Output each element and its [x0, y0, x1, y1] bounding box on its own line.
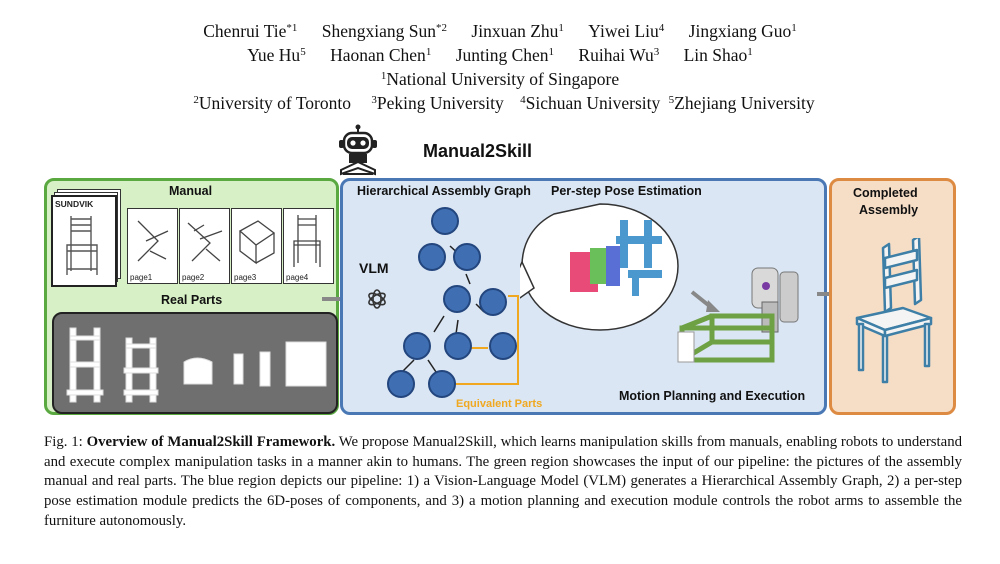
- graph-node: [444, 332, 472, 360]
- manual-page-3: page3: [231, 208, 282, 284]
- completed-chair-icon: [855, 238, 933, 384]
- assembly-step-icon: [187, 222, 223, 262]
- completed-label-1: Completed: [853, 186, 918, 200]
- robot-mascot-icon: [339, 124, 377, 176]
- manual-page-2: page2: [179, 208, 230, 284]
- graph-node: [453, 243, 481, 271]
- chair-drawing-icon: [66, 216, 98, 275]
- caption-title: Overview of Manual2Skill Framework.: [86, 434, 336, 450]
- chair-drawing-icon: [293, 215, 321, 267]
- manual-cover-title: SUNDVIK: [55, 199, 94, 209]
- manual-page-1: page1: [127, 208, 178, 284]
- motion-label: Motion Planning and Execution: [619, 389, 806, 403]
- author: Yiwei Liu4: [588, 21, 665, 41]
- manual-page-4: page4: [283, 208, 334, 284]
- graph-label: Hierarchical Assembly Graph: [357, 184, 531, 198]
- author: Jinxuan Zhu1: [471, 21, 564, 41]
- author: Shengxiang Sun*2: [321, 21, 448, 41]
- graph-node-root: [431, 207, 459, 235]
- author: Yue Hu5: [247, 45, 306, 65]
- figure-caption: Fig. 1: Overview of Manual2Skill Framewo…: [44, 434, 962, 529]
- author: Jingxiang Guo1: [688, 21, 797, 41]
- figure-title: Manual2Skill: [423, 141, 533, 161]
- graph-node: [479, 288, 507, 316]
- assembly-step-icon: [137, 220, 169, 262]
- graph-node: [403, 332, 431, 360]
- manual-label: Manual: [169, 184, 213, 198]
- pose-label: Per-step Pose Estimation: [551, 184, 702, 198]
- author-line-2: Yue Hu5 Haonan Chen1 Junting Chen1 Ruiha…: [0, 44, 1000, 67]
- openai-logo-icon: [368, 289, 386, 309]
- affiliation-line-2: 2University of Toronto 3Peking Universit…: [193, 93, 815, 113]
- equivalent-parts-label: Equivalent Parts: [456, 398, 543, 410]
- manual-cover: SUNDVIK: [51, 195, 117, 287]
- robot-arm-scene: [677, 267, 799, 363]
- assembly-step-icon: [238, 220, 276, 265]
- graph-node: [489, 332, 517, 360]
- author: Lin Shao1: [683, 45, 753, 65]
- author: Ruihai Wu3: [578, 45, 660, 65]
- author: Junting Chen1: [455, 45, 555, 65]
- real-parts-label: Real Parts: [161, 293, 223, 307]
- vlm-label: VLM: [359, 260, 389, 276]
- furniture-parts-icon: [66, 327, 327, 403]
- pose-estimation-bubble: [520, 203, 679, 331]
- real-parts-photo: [52, 312, 338, 414]
- graph-node: [418, 243, 446, 271]
- author: Chenrui Tie*1: [203, 21, 298, 41]
- graph-node: [428, 370, 456, 398]
- output-region: [829, 178, 956, 415]
- caption-body: We propose Manual2Skill, which learns ma…: [44, 434, 962, 529]
- graph-node: [387, 370, 415, 398]
- affiliation-line-1: 1National University of Singapore: [380, 69, 620, 89]
- completed-label-2: Assembly: [859, 203, 919, 217]
- graph-node: [443, 285, 471, 313]
- author-line-1: Chenrui Tie*1 Shengxiang Sun*2 Jinxuan Z…: [0, 20, 1000, 43]
- author: Haonan Chen1: [330, 45, 432, 65]
